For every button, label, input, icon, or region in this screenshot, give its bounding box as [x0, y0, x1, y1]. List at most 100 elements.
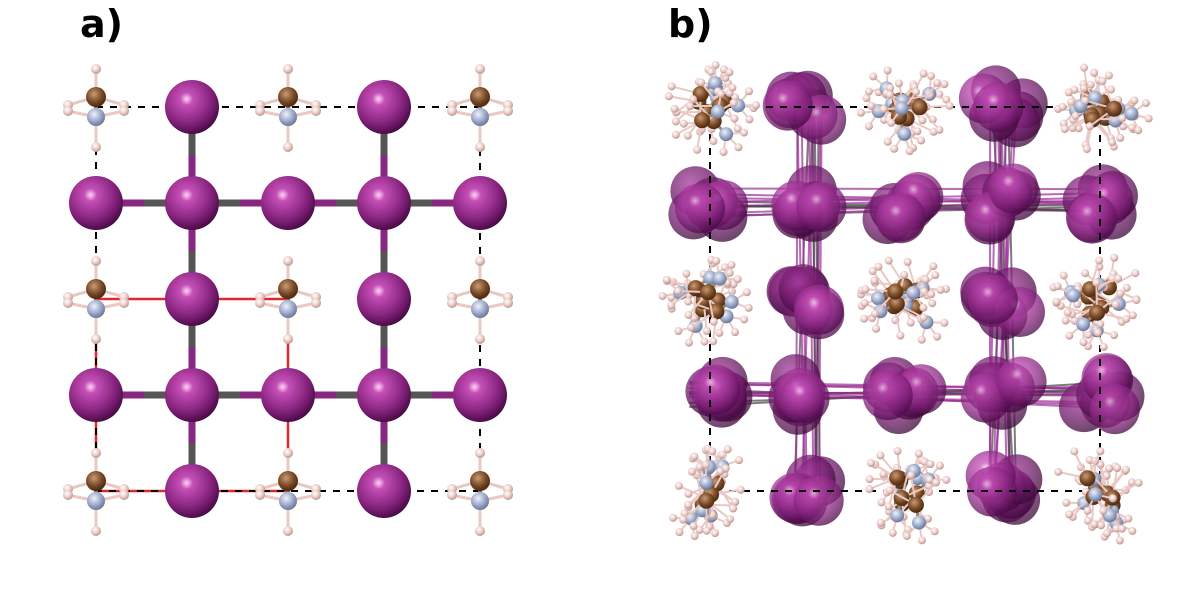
- hydrogen-atom: [684, 338, 693, 347]
- hydrogen-atom: [883, 137, 892, 146]
- hydrogen-atom: [1058, 102, 1067, 111]
- panel-a-structure: [63, 64, 513, 536]
- nitrogen-atom: [1088, 487, 1103, 502]
- hydrogen-atom: [1118, 114, 1127, 123]
- hydrogen-atom: [475, 256, 485, 266]
- hydrogen-atom: [740, 315, 749, 324]
- carbon-atom: [470, 279, 490, 299]
- hydrogen-atom: [283, 448, 293, 458]
- hydrogen-atom: [658, 291, 667, 300]
- hydrogen-atom: [1097, 521, 1106, 530]
- hydrogen-atom: [894, 79, 903, 88]
- hydrogen-atom: [927, 290, 936, 299]
- hydrogen-atom: [919, 313, 928, 322]
- hydrogen-atom: [1079, 84, 1088, 93]
- iodine-atom: [69, 368, 123, 422]
- hydrogen-atom: [911, 87, 920, 96]
- hydrogen-atom: [876, 518, 885, 527]
- nitrogen-atom: [871, 291, 886, 306]
- hydrogen-atom: [735, 456, 744, 465]
- methylammonium-trajectory-cluster: [1049, 253, 1141, 351]
- iodine-trajectory-cloud: [769, 454, 846, 527]
- carbon-atom: [278, 471, 298, 491]
- hydrogen-atom: [709, 337, 718, 346]
- hydrogen-atom: [1064, 88, 1073, 97]
- hydrogen-atom: [1073, 300, 1082, 309]
- hydrogen-atom: [936, 285, 945, 294]
- carbon-atom: [470, 471, 490, 491]
- nitrogen-atom: [1066, 288, 1081, 303]
- iodine-atom: [862, 370, 913, 421]
- nitrogen-atom: [87, 492, 105, 510]
- hydrogen-atom: [1098, 77, 1107, 86]
- hydrogen-atom: [913, 127, 922, 136]
- hydrogen-atom: [861, 285, 870, 294]
- hydrogen-atom: [935, 461, 944, 470]
- iodine-trajectory-cloud: [1062, 164, 1138, 244]
- hydrogen-atom: [933, 332, 942, 341]
- iodine-trajectory-cloud: [768, 354, 830, 435]
- methylammonium-trajectory-clusters: [658, 61, 1153, 545]
- hydrogen-atom: [503, 298, 513, 308]
- hydrogen-atom: [1112, 524, 1121, 533]
- hydrogen-atom: [886, 84, 895, 93]
- hydrogen-atom: [935, 125, 944, 134]
- hydrogen-atom: [283, 256, 293, 266]
- hydrogen-atom: [63, 106, 73, 116]
- hydrogen-atom: [879, 105, 888, 114]
- hydrogen-atom: [1118, 524, 1127, 533]
- methylammonium-cation: [447, 448, 513, 536]
- iodine-atom: [1089, 384, 1140, 435]
- hydrogen-atom: [91, 334, 101, 344]
- hydrogen-atom: [690, 452, 699, 461]
- hydrogen-atom: [885, 90, 894, 99]
- iodine-atom: [875, 193, 926, 244]
- iodine-atom: [996, 356, 1047, 407]
- hydrogen-atom: [1110, 253, 1119, 262]
- iodine-atom: [675, 183, 726, 234]
- hydrogen-atom: [1096, 447, 1105, 456]
- nitrogen-atom: [911, 515, 926, 530]
- hydrogen-atom: [689, 522, 698, 531]
- hydrogen-atom: [1059, 271, 1068, 280]
- hydrogen-atom: [1144, 114, 1153, 123]
- hydrogen-atom: [689, 95, 698, 104]
- hydrogen-atom: [1110, 331, 1119, 340]
- hydrogen-atom: [942, 475, 951, 484]
- carbon-atom: [86, 279, 106, 299]
- nitrogen-atom: [471, 300, 489, 318]
- methylammonium-cation: [255, 448, 321, 536]
- methylammonium-cation: [255, 256, 321, 344]
- carbon-atom: [86, 87, 106, 107]
- iodine-trajectory-cloud: [771, 165, 847, 242]
- methylammonium-trajectory-cluster: [865, 447, 951, 545]
- hydrogen-atom: [1108, 494, 1117, 503]
- hydrogen-atom: [731, 328, 740, 337]
- hydrogen-atom: [711, 61, 720, 70]
- hydrogen-atom: [917, 136, 926, 145]
- hydrogen-atom: [893, 447, 902, 456]
- hydrogen-atom: [684, 297, 693, 306]
- hydrogen-atom: [930, 527, 939, 536]
- hydrogen-atom: [874, 262, 883, 271]
- hydrogen-atom: [667, 301, 676, 310]
- iodine-atom: [165, 368, 219, 422]
- hydrogen-atom: [1080, 63, 1089, 72]
- hydrogen-atom: [475, 334, 485, 344]
- hydrogen-atom: [728, 83, 737, 92]
- iodine-atoms: [69, 80, 507, 518]
- hydrogen-atom: [752, 101, 761, 110]
- hydrogen-atom: [697, 78, 706, 87]
- nitrogen-atom: [699, 475, 714, 490]
- iodine-trajectory-cloud: [766, 264, 845, 340]
- panel-label-b: b): [668, 2, 713, 46]
- hydrogen-atom: [932, 478, 941, 487]
- hydrogen-atom: [890, 144, 899, 153]
- hydrogen-atom: [119, 490, 129, 500]
- iodine-atom: [165, 272, 219, 326]
- hydrogen-atom: [662, 275, 671, 284]
- carbon-atom: [1106, 100, 1123, 117]
- hydrogen-atom: [918, 116, 927, 125]
- iodine-atom: [69, 176, 123, 230]
- hydrogen-atom: [311, 490, 321, 500]
